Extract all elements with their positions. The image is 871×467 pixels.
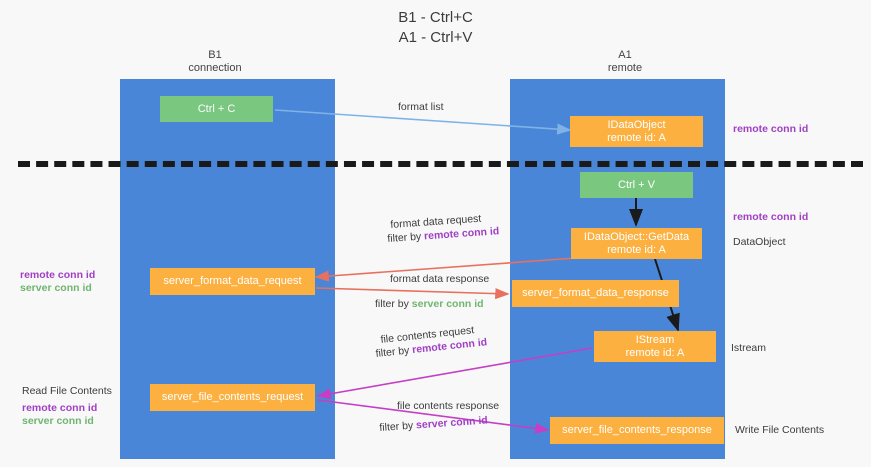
side-label-istream: Istream bbox=[731, 342, 767, 354]
node-server-file-contents-response[interactable]: server_file_contents_response bbox=[550, 417, 724, 444]
edge-label-format-list: format list bbox=[398, 101, 444, 113]
filter-prefix-2: filter by bbox=[375, 298, 412, 310]
edge-label-format-data-response: format data response bbox=[390, 273, 490, 285]
edge-format-data-response bbox=[315, 287, 510, 300]
filter-key-2: server conn id bbox=[411, 298, 484, 310]
node-istream-line1: IStream bbox=[635, 333, 675, 346]
node-getdata[interactable]: IDataObject::GetData remote id: A bbox=[571, 228, 702, 259]
page-title: B1 - Ctrl+C A1 - Ctrl+V bbox=[398, 9, 473, 46]
side-label-data-object: DataObject bbox=[733, 236, 786, 248]
node-ctrl-v-label: Ctrl + V bbox=[618, 178, 655, 191]
node-idataobject-line1: IDataObject bbox=[607, 118, 666, 131]
node-server-file-contents-request-label: server_file_contents_request bbox=[161, 391, 304, 403]
section-divider bbox=[18, 161, 863, 167]
filter-prefix-1: filter by bbox=[387, 230, 425, 245]
side-label-left2-remote-conn-id: remote conn id bbox=[22, 402, 98, 414]
filter-prefix-3: filter by bbox=[375, 344, 413, 360]
node-idataobject[interactable]: IDataObject remote id: A bbox=[570, 116, 703, 147]
node-ctrl-v[interactable]: Ctrl + V bbox=[580, 172, 693, 198]
edge-label-format-data-response-filter: filter by server conn id bbox=[375, 298, 484, 311]
side-label-left-remote-conn-id: remote conn id bbox=[20, 269, 96, 281]
lane-title-a1: A1 remote bbox=[607, 49, 643, 74]
filter-key-4: server conn id bbox=[415, 414, 489, 432]
node-server-file-contents-request[interactable]: server_file_contents_request bbox=[150, 384, 315, 411]
side-label-left2-server-conn-id: server conn id bbox=[22, 415, 94, 427]
node-ctrl-c[interactable]: Ctrl + C bbox=[160, 96, 273, 122]
node-server-format-data-request[interactable]: server_format_data_request bbox=[150, 268, 315, 295]
side-label-read-file-contents: Read File Contents bbox=[22, 385, 112, 397]
node-getdata-line1: IDataObject::GetData bbox=[583, 230, 690, 243]
edge-label-file-contents-response-filter: filter by server conn id bbox=[379, 414, 488, 435]
filter-prefix-4: filter by bbox=[379, 419, 417, 434]
node-idataobject-line2: remote id: A bbox=[607, 131, 666, 144]
node-ctrl-c-label: Ctrl + C bbox=[197, 102, 236, 115]
side-label-right-remote-conn-id-top: remote conn id bbox=[733, 123, 809, 135]
node-istream[interactable]: IStream remote id: A bbox=[594, 331, 716, 362]
side-label-write-file-contents: Write File Contents bbox=[735, 424, 825, 436]
side-label-left-server-conn-id: server conn id bbox=[20, 282, 92, 294]
node-server-format-data-response-label: server_format_data_response bbox=[522, 287, 669, 299]
side-label-right-remote-conn-id-mid: remote conn id bbox=[733, 211, 809, 223]
node-istream-line2: remote id: A bbox=[625, 346, 685, 359]
node-server-format-data-request-label: server_format_data_request bbox=[163, 275, 302, 287]
edge-label-file-contents-response: file contents response bbox=[397, 400, 500, 412]
lane-title-b1: B1 connection bbox=[188, 49, 242, 74]
node-server-file-contents-response-label: server_file_contents_response bbox=[562, 424, 712, 436]
node-getdata-line2: remote id: A bbox=[607, 243, 666, 256]
node-server-format-data-response[interactable]: server_format_data_response bbox=[512, 280, 679, 307]
